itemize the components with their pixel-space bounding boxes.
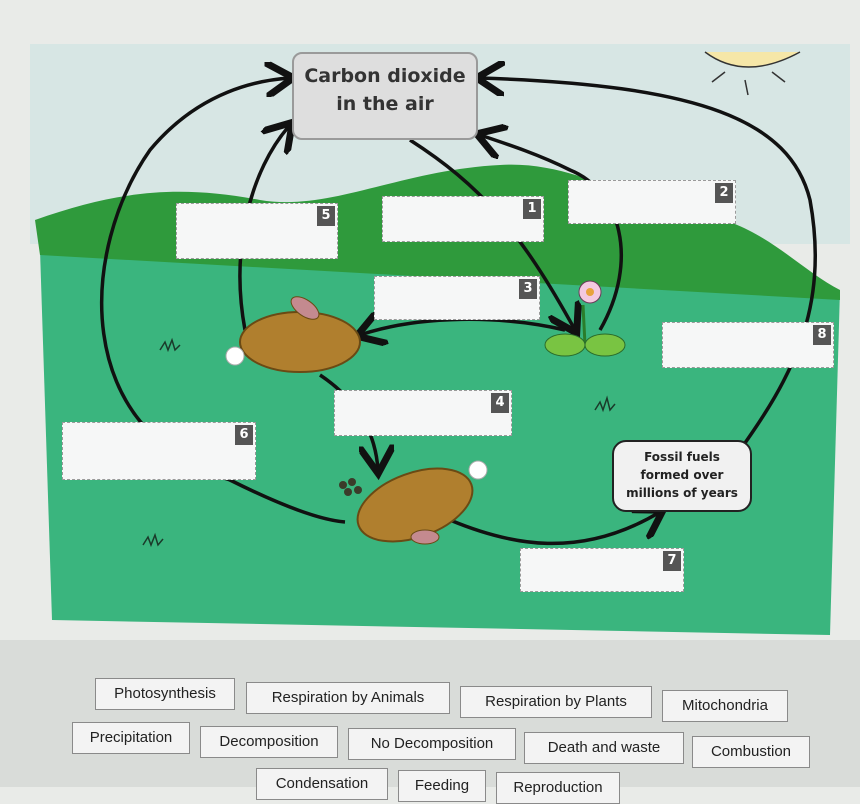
slot-number: 1 xyxy=(523,199,541,219)
slot-number: 3 xyxy=(519,279,537,299)
option-chip[interactable]: Feeding xyxy=(398,770,486,802)
slot-number: 8 xyxy=(813,325,831,345)
option-chip[interactable]: Decomposition xyxy=(200,726,338,758)
drop-slot-8[interactable]: 8 xyxy=(662,322,834,368)
slot-number: 5 xyxy=(317,206,335,226)
carbon-line-2: in the air xyxy=(336,93,434,115)
fossil-line-2: formed over xyxy=(640,468,724,482)
slot-number: 2 xyxy=(715,183,733,203)
droppings-icon xyxy=(339,478,362,496)
slot-number: 6 xyxy=(235,425,253,445)
dead-rabbit-icon xyxy=(356,460,488,545)
fossil-fuels-box: Fossil fuels formed over millions of yea… xyxy=(612,440,752,512)
grass-icon xyxy=(142,337,616,548)
slot-number: 4 xyxy=(491,393,509,413)
sun-icon xyxy=(704,51,801,96)
option-chip[interactable]: Respiration by Animals xyxy=(246,682,450,714)
fossil-line-1: Fossil fuels xyxy=(644,450,720,464)
fossil-line-3: millions of years xyxy=(626,486,738,500)
option-chip[interactable]: No Decomposition xyxy=(348,728,516,760)
drop-slot-6[interactable]: 6 xyxy=(62,422,256,480)
drop-slot-5[interactable]: 5 xyxy=(176,203,338,259)
carbon-line-1: Carbon dioxide xyxy=(304,65,466,87)
drop-slot-4[interactable]: 4 xyxy=(334,390,512,436)
plant-icon xyxy=(544,280,626,357)
option-chip[interactable]: Respiration by Plants xyxy=(460,686,652,718)
option-chip[interactable]: Condensation xyxy=(256,768,388,800)
option-chip[interactable]: Photosynthesis xyxy=(95,678,235,710)
option-chip[interactable]: Death and waste xyxy=(524,732,684,764)
option-chip[interactable]: Combustion xyxy=(692,736,810,768)
option-chip[interactable]: Mitochondria xyxy=(662,690,788,722)
carbon-cycle-diagram: Carbon dioxide in the air Fossil fuels f… xyxy=(30,44,850,635)
rabbit-icon xyxy=(225,296,361,373)
drop-slot-7[interactable]: 7 xyxy=(520,548,684,592)
carbon-dioxide-box: Carbon dioxide in the air xyxy=(292,52,478,140)
option-chip[interactable]: Reproduction xyxy=(496,772,620,804)
slot-number: 7 xyxy=(663,551,681,571)
drop-slot-2[interactable]: 2 xyxy=(568,180,736,224)
answer-bank: Photosynthesis Respiration by Animals Re… xyxy=(0,640,860,804)
option-chip[interactable]: Precipitation xyxy=(72,722,190,754)
drop-slot-3[interactable]: 3 xyxy=(374,276,540,320)
drop-slot-1[interactable]: 1 xyxy=(382,196,544,242)
